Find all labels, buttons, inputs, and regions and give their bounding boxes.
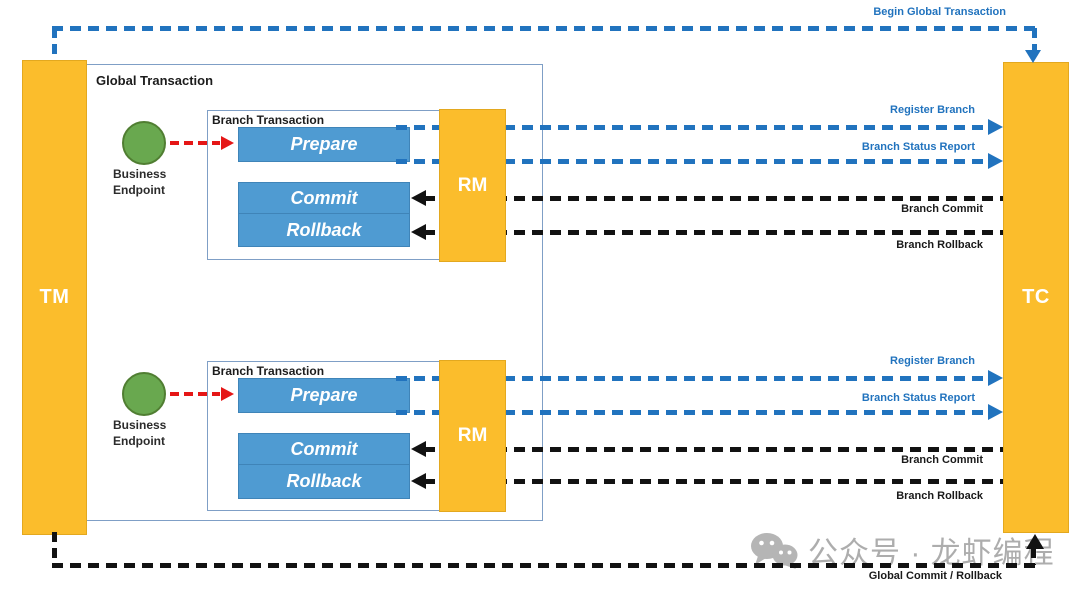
branch-rollback-label: Branch Rollback: [896, 239, 983, 251]
tc-label: TC: [1022, 286, 1050, 308]
register-branch-arrow: [988, 119, 1003, 135]
rollback-label: Rollback: [286, 219, 362, 240]
branch-status-arrow: [988, 153, 1003, 169]
branch-commit-arrow: [411, 190, 426, 206]
tc-node: TC: [1003, 62, 1069, 533]
begin-global-line: [1032, 28, 1037, 52]
business-endpoint-label: Business Endpoint: [113, 418, 167, 448]
branch-status-report-label: Branch Status Report: [861, 392, 975, 404]
begin-global-arrow: [1025, 50, 1041, 63]
business-endpoint-node: [122, 372, 166, 416]
commit-box: Commit: [238, 433, 410, 465]
rollback-label: Rollback: [286, 471, 362, 491]
rm-node: RM: [439, 360, 506, 512]
tm-node: TM: [22, 60, 87, 535]
global-commit-line: [52, 532, 57, 565]
branch-commit-label: Branch Commit: [901, 203, 983, 215]
business-endpoint-label: Business Endpoint: [113, 167, 167, 197]
global-commit-line: [52, 563, 1036, 568]
invoke-arrow-line: [170, 141, 220, 145]
branch-rollback-arrow: [411, 224, 426, 240]
branch-commit-arrow: [411, 441, 426, 457]
branch-rollback-line: [424, 230, 1003, 235]
business-endpoint-node: [122, 121, 166, 165]
rollback-box: Rollback: [238, 464, 410, 499]
register-branch-line: [396, 125, 989, 130]
global-commit-line: [1031, 548, 1036, 565]
prepare-label: Prepare: [290, 134, 358, 154]
prepare-box: Prepare: [238, 378, 410, 413]
global-transaction-label: Global Transaction: [96, 73, 214, 88]
branch-commit-label: Branch Commit: [901, 454, 983, 466]
register-branch-line: [396, 376, 989, 381]
rm-node: RM: [439, 109, 506, 262]
commit-label: Commit: [290, 438, 358, 459]
branch-status-report-label: Branch Status Report: [861, 141, 975, 153]
register-branch-arrow: [988, 370, 1003, 386]
register-branch-label: Register Branch: [890, 104, 975, 116]
branch-transaction-label: Branch Transaction: [212, 113, 325, 127]
invoke-arrow-line: [170, 392, 220, 396]
branch-rollback-label: Branch Rollback: [896, 490, 983, 502]
global-commit-arrow: [1026, 534, 1044, 549]
commit-box: Commit: [238, 182, 410, 214]
rm-label: RM: [457, 174, 488, 196]
branch-status-line: [396, 410, 989, 415]
branch-transaction-label: Branch Transaction: [212, 364, 325, 378]
register-branch-label: Register Branch: [890, 355, 975, 367]
branch-rollback-arrow: [411, 473, 426, 489]
commit-label: Commit: [290, 187, 358, 208]
branch-status-arrow: [988, 404, 1003, 420]
begin-global-line: [52, 28, 57, 60]
branch-rollback-line: [424, 479, 1003, 484]
rollback-box: Rollback: [238, 213, 410, 247]
rm-label: RM: [457, 425, 488, 446]
prepare-box: Prepare: [238, 127, 410, 162]
branch-commit-line: [424, 447, 1003, 452]
invoke-arrow-head: [221, 136, 234, 150]
begin-global-transaction-label: Begin Global Transaction: [873, 6, 1006, 18]
wechat-icon: [748, 531, 800, 569]
global-commit-rollback-label: Global Commit / Rollback: [868, 570, 1002, 582]
invoke-arrow-head: [221, 387, 234, 401]
branch-commit-line: [424, 196, 1003, 201]
branch-status-line: [396, 159, 989, 164]
begin-global-line: [52, 26, 1038, 31]
tm-label: TM: [39, 286, 70, 308]
prepare-label: Prepare: [290, 385, 358, 405]
